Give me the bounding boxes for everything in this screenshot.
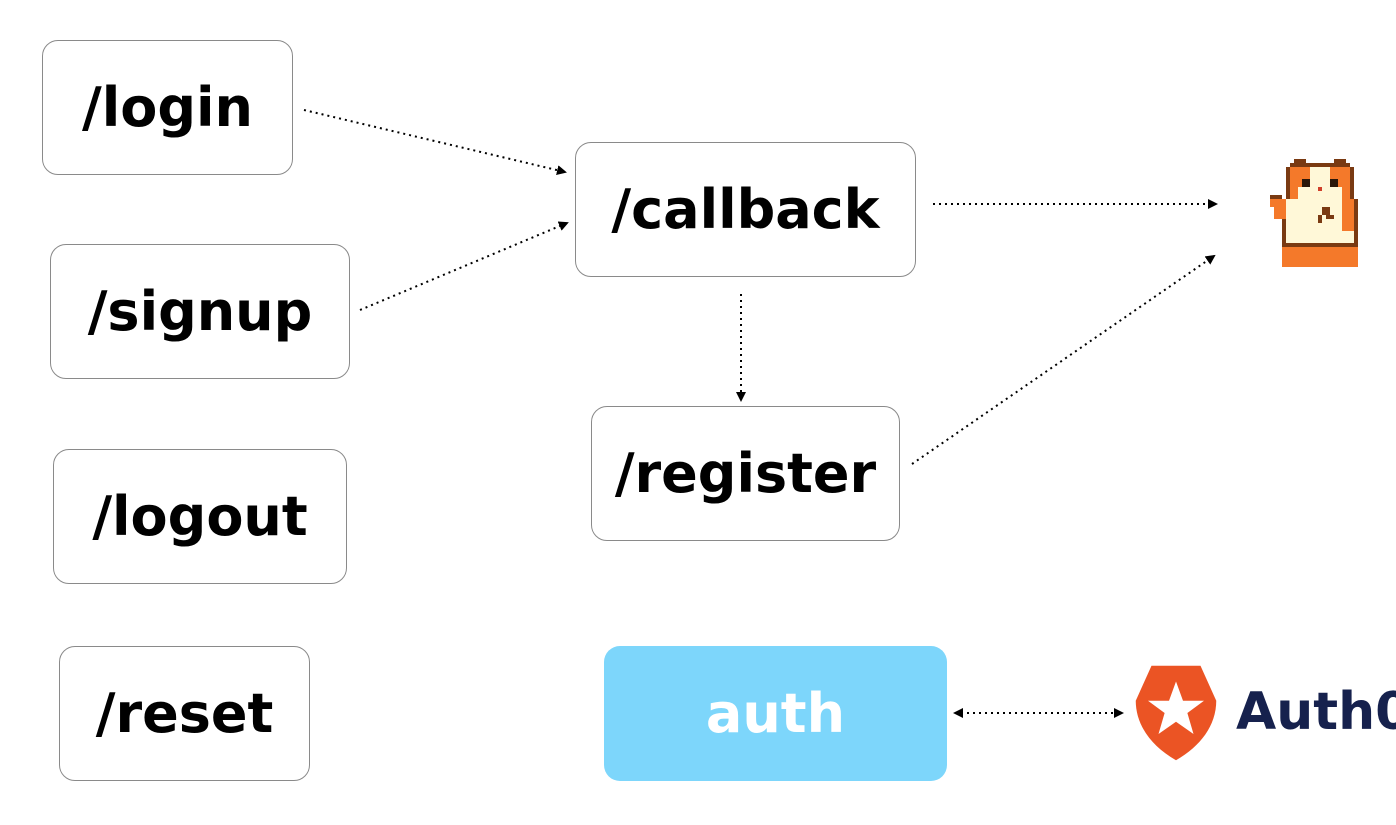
node-logout-label: /logout [92,485,308,548]
node-callback-label: /callback [611,178,880,241]
pixel-hamster-mascot-icon [1270,159,1358,267]
auth0-shield-star-icon [1135,665,1217,761]
edge-signup-callback [359,221,569,311]
auth0-wordmark: Auth0 [1236,682,1396,742]
edge-login-callback [303,109,567,176]
node-callback: /callback [575,142,916,277]
node-login-label: /login [82,76,253,139]
node-auth-label: auth [705,682,846,745]
node-signup: /signup [50,244,350,379]
edge-register-mascot [911,254,1216,465]
node-signup-label: /signup [87,280,313,343]
node-login: /login [42,40,293,175]
node-register: /register [591,406,900,541]
node-auth: auth [604,646,947,781]
node-register-label: /register [614,442,877,505]
node-reset-label: /reset [95,682,274,745]
node-logout: /logout [53,449,347,584]
node-reset: /reset [59,646,310,781]
